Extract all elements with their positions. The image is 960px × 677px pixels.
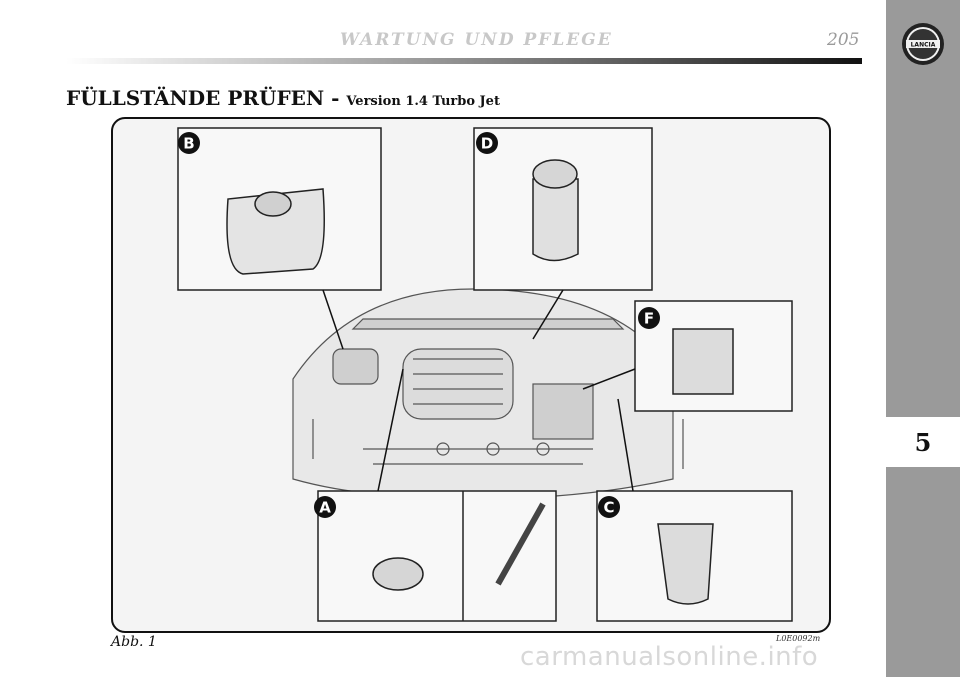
- side-tab: [886, 0, 960, 677]
- chapter-number: 5: [914, 427, 932, 457]
- detail-panel-f: [634, 300, 793, 412]
- callout-a: A: [314, 496, 336, 518]
- callout-c: C: [598, 496, 620, 518]
- page-title: FÜLLSTÄNDE PRÜFEN - Version 1.4 Turbo Je…: [66, 86, 500, 110]
- header-rule: [66, 58, 862, 64]
- detail-panel-c: [596, 490, 793, 622]
- page-number: 205: [827, 30, 860, 50]
- detail-panel-b: [177, 127, 382, 291]
- figure-caption: Abb. 1: [111, 634, 157, 650]
- detail-panel-a: [317, 490, 557, 622]
- svg-text:D: D: [481, 135, 493, 153]
- callout-d: D: [476, 132, 498, 154]
- header-section-title: WARTUNG UND PFLEGE: [340, 30, 613, 50]
- svg-text:A: A: [319, 499, 331, 517]
- watermark: carmanualsonline.info: [520, 642, 819, 672]
- leader-lines: [322, 289, 636, 492]
- callout-b: B: [178, 132, 200, 154]
- svg-text:B: B: [183, 135, 194, 153]
- lancia-logo-icon: LANCIA: [902, 23, 944, 65]
- svg-text:C: C: [603, 499, 614, 517]
- chapter-box[interactable]: 5: [886, 417, 960, 467]
- page-subtitle: Version 1.4 Turbo Jet: [346, 94, 500, 109]
- svg-text:F: F: [644, 310, 654, 328]
- engine-bay-figure: B D F A C: [111, 117, 831, 633]
- callout-f: F: [638, 307, 660, 329]
- svg-text:LANCIA: LANCIA: [911, 42, 936, 49]
- figure-code: L0E0092m: [776, 634, 821, 643]
- engine-outline: [292, 288, 684, 500]
- engine-bay-illustration: B D F A C: [177, 127, 793, 622]
- detail-panel-d: [473, 127, 653, 291]
